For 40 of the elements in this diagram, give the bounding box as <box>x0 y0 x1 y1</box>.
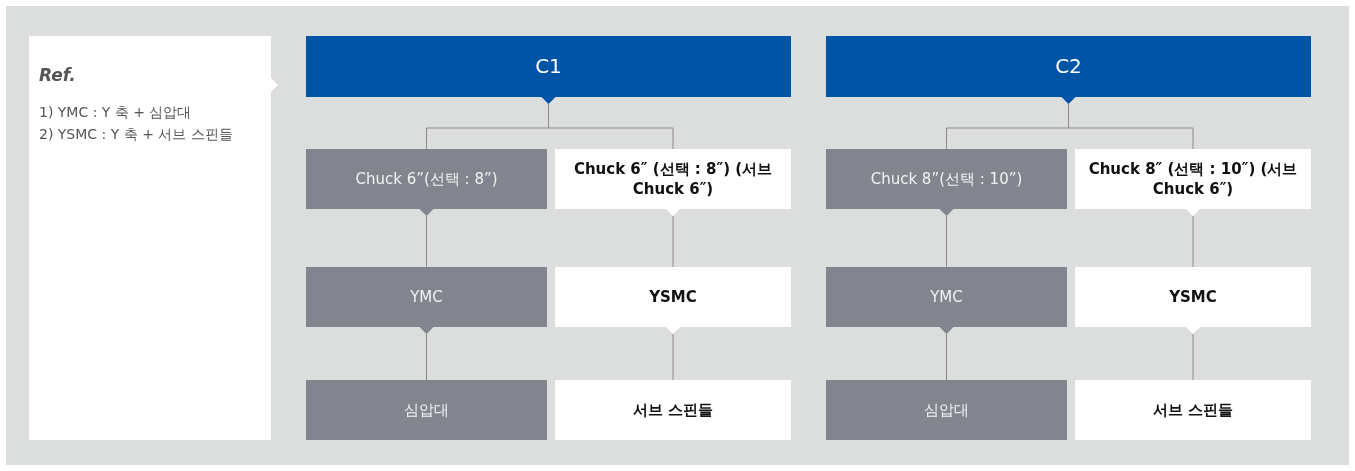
model-box <box>306 380 547 440</box>
connector-line <box>426 333 427 381</box>
connector-line <box>672 333 674 381</box>
connector-line <box>946 333 947 381</box>
option-box <box>1075 267 1311 334</box>
header-box <box>826 36 1311 104</box>
model-box <box>826 149 1067 216</box>
option-box <box>555 380 791 440</box>
connector-line <box>1192 333 1194 381</box>
connector-line <box>1192 215 1194 268</box>
box-label: YMC <box>410 286 443 308</box>
box-label: C2 <box>1055 53 1082 80</box>
option-box <box>555 267 791 334</box>
option-box <box>555 149 791 216</box>
box-label: Chuck 6”(선택 : 8”) <box>355 168 498 190</box>
box-label: YSMC <box>1169 286 1217 308</box>
reference-note: 2) YSMC : Y 축 + 서브 스핀들 <box>39 125 234 145</box>
box-label: C1 <box>535 53 562 80</box>
model-box <box>306 149 547 216</box>
model-box <box>826 267 1067 334</box>
box-label: Chuck 8”(선택 : 10”) <box>870 168 1023 190</box>
reference-note: 1) YMC : Y 축 + 심압대 <box>39 103 192 123</box>
option-box <box>1075 380 1311 440</box>
reference-panel <box>29 36 278 440</box>
box-label: Chuck 8″ (선택 : 10″) (서브 Chuck 6″) <box>1087 158 1299 200</box>
model-box <box>826 380 1067 440</box>
model-box <box>306 267 547 334</box>
header-box <box>306 36 791 104</box>
box-label: Chuck 6″ (선택 : 8″) (서브 Chuck 6″) <box>572 158 774 200</box>
box-label: 서브 스핀들 <box>1152 399 1234 421</box>
connector-line <box>946 215 947 268</box>
option-box <box>1075 149 1311 216</box>
box-label: 서브 스핀들 <box>632 399 714 421</box>
connector-line <box>672 215 674 268</box>
box-label: YSMC <box>649 286 697 308</box>
panel-heading: Ref. <box>39 64 76 87</box>
box-label: 심압대 <box>404 399 449 421</box>
box-label: YMC <box>930 286 963 308</box>
connector-line <box>426 215 427 268</box>
box-label: 심압대 <box>924 399 969 421</box>
